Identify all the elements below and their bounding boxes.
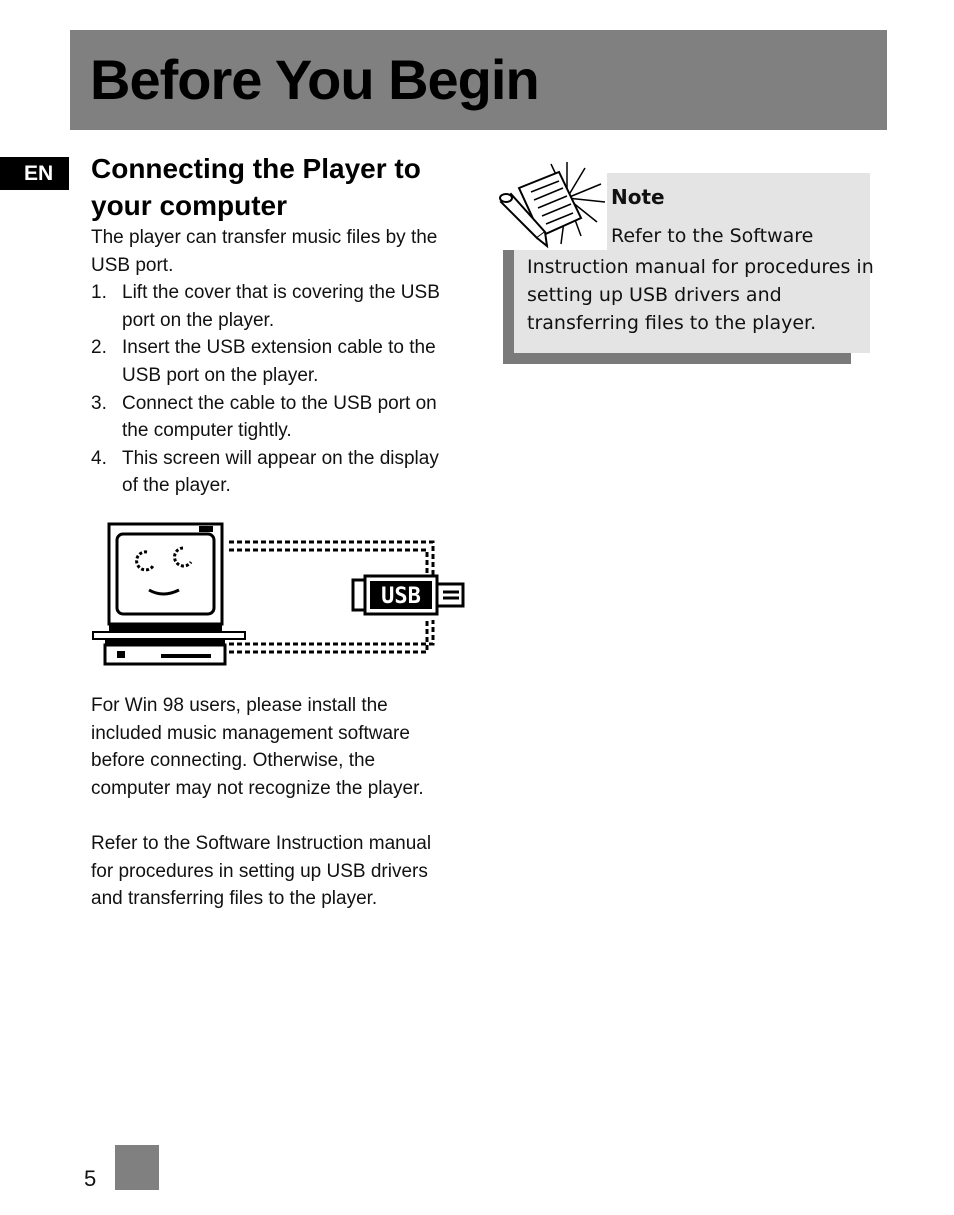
note-text: Instruction manual for procedures in set… [527, 253, 874, 337]
step-number: 2. [91, 337, 107, 359]
note-text-line: Instruction manual for procedures in [527, 256, 874, 278]
section-heading-line2: your computer [91, 190, 288, 221]
cable-dashed-lines [229, 540, 435, 654]
paragraph-line: and transferring files to the player. [91, 888, 378, 910]
usb-label: USB [381, 584, 421, 609]
note-pen-icon [499, 162, 606, 249]
intro-line: The player can transfer music files by t… [91, 227, 438, 248]
note-text-line: setting up USB drivers and [527, 284, 782, 306]
main-column: Connecting the Player to your computer T… [91, 150, 471, 500]
win98-paragraph: For Win 98 users, please install the inc… [91, 692, 471, 802]
step-number: 1. [91, 282, 107, 304]
section-heading: Connecting the Player to your computer [91, 150, 471, 224]
intro-line: USB port. [91, 254, 174, 276]
step-item: 2. Insert the USB extension cable to the… [91, 334, 471, 389]
paragraph-line: included music management software [91, 722, 410, 744]
computer-usb-connection-illustration: USB [92, 522, 465, 666]
section-heading-line1: Connecting the Player to [91, 153, 421, 184]
step-item: 4. This screen will appear on the displa… [91, 445, 471, 500]
step-text: This screen will appear on the display [122, 447, 439, 469]
step-item: 3. Connect the cable to the USB port on … [91, 390, 471, 445]
steps-list: 1. Lift the cover that is covering the U… [91, 279, 471, 500]
usb-plug-icon: USB [351, 574, 465, 616]
intro-paragraph: The player can transfer music files by t… [91, 224, 471, 279]
note-text-line: transferring files to the player. [527, 312, 817, 334]
step-text: port on the player. [122, 309, 275, 331]
paragraph-line: For Win 98 users, please install the [91, 695, 388, 716]
paragraph-line: for procedures in setting up USB drivers [91, 860, 428, 882]
paragraph-line: Refer to the Software Instruction manual [91, 833, 432, 854]
page-marker [115, 1145, 159, 1190]
step-text: Connect the cable to the USB port on [122, 392, 437, 414]
note-label: Note [611, 185, 665, 209]
step-item: 1. Lift the cover that is covering the U… [91, 279, 471, 334]
step-text: Lift the cover that is covering the USB [122, 282, 440, 304]
refer-paragraph: Refer to the Software Instruction manual… [91, 830, 471, 913]
page-title: Before You Begin [90, 48, 540, 111]
step-text: the computer tightly. [122, 420, 292, 442]
step-number: 3. [91, 392, 107, 414]
paragraph-line: computer may not recognize the player. [91, 777, 424, 799]
step-text: of the player. [122, 475, 231, 497]
paragraph-line: before connecting. Otherwise, the [91, 750, 376, 772]
step-text: Insert the USB extension cable to the [122, 337, 436, 359]
page-number: 5 [84, 1166, 97, 1191]
title-banner: Before You Begin [70, 30, 887, 130]
language-tab: EN [0, 157, 69, 190]
computer-monitor-icon [92, 522, 246, 666]
step-text: USB port on the player. [122, 364, 319, 386]
step-number: 4. [91, 447, 107, 469]
note-text-line: Refer to the Software [611, 225, 814, 247]
